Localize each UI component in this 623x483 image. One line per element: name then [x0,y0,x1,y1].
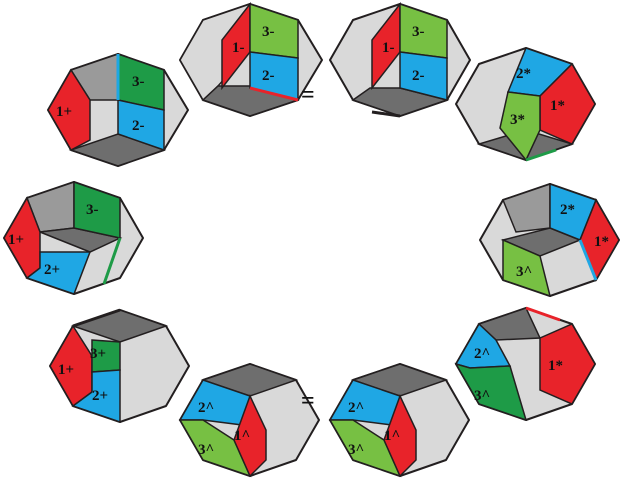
tile-blue [71,369,121,424]
label: 3+ [90,346,106,362]
label: 3- [262,24,275,40]
label: 1* [550,98,565,114]
label: 1+ [58,362,74,378]
label: 2* [560,202,575,218]
tile-blue [178,379,251,427]
tile-red [383,394,417,478]
octagon-top-left: 1- 3- 2- [179,1,323,117]
tile-blue [399,51,448,101]
tile-red [539,323,596,405]
label: 3^ [198,442,214,458]
label: 2- [132,118,145,134]
label: 2- [412,68,425,84]
tile-red [47,68,91,152]
label: 3- [86,202,99,218]
label: 3^ [474,388,490,404]
octagon-bottom-left: 2^ 1^ 3^ [178,363,320,478]
tile-red [539,62,596,145]
tile-red [233,394,267,478]
label: 1+ [56,104,72,120]
label: 2+ [92,388,108,404]
octagon-upper-left: 1+ 3- 2- [47,52,189,167]
tile-green [502,238,552,298]
label: 1* [548,358,563,374]
octagon-top-right: 1- 3- 2- [329,1,471,118]
octagon-bottom-right: 2^ 1^ 3^ [328,363,470,478]
equals-sign-bottom: = [301,388,315,414]
label: 1- [382,40,395,56]
octagon-mid-left: 1+ 3- 2+ [3,180,144,295]
octagon-lower-right: 2^ 1* 3^ [454,306,596,422]
equals-sign-top: = [301,82,315,108]
tile-blue [25,251,92,295]
tile-blue [117,99,165,152]
label: 1+ [8,232,24,248]
label: 1- [232,40,245,56]
label: 3- [132,74,145,90]
label: 2^ [198,400,214,416]
label: 1^ [234,428,250,444]
label: 2^ [348,400,364,416]
tile-blue [328,379,401,427]
label: 2* [516,66,531,82]
label: 3^ [348,442,364,458]
label: 2^ [474,346,490,362]
octagon-mid-right: 2* 1* 3^ [479,182,620,298]
tile-green [454,362,528,422]
label: 1^ [384,428,400,444]
label: 3* [510,112,525,128]
label: 2+ [44,262,60,278]
label: 1* [594,234,609,250]
label: 2- [262,68,275,84]
octagon-lower-left: 1+ 3+ 2+ [49,308,190,424]
label: 3^ [516,264,532,280]
label: 3- [412,24,425,40]
tile-green [499,91,541,162]
octagon-upper-right: 2* 1* 3* [455,47,596,162]
